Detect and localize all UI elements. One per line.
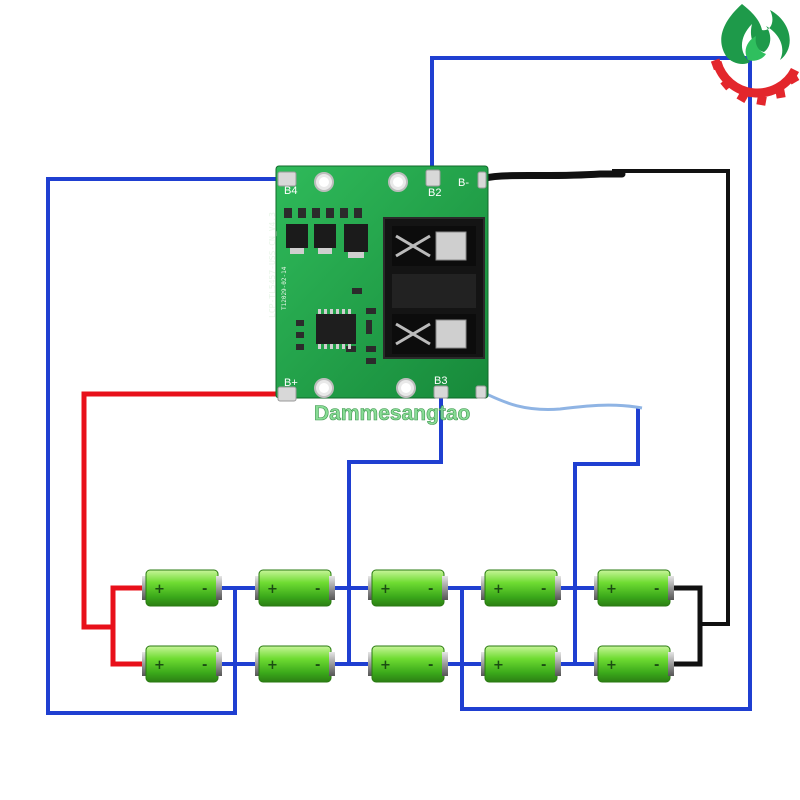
wire-b4 (46, 177, 285, 715)
wire-bus-45 (573, 408, 640, 588)
bms-board: B4 B2 B- B+ B3 (268, 165, 489, 402)
wire-b2 (430, 56, 752, 711)
watermark-text: Dammesangtao (314, 402, 470, 425)
pad-label-b3: B3 (434, 375, 447, 387)
cell-positive-sign: + (380, 582, 391, 597)
cell-negative-sign: - (428, 658, 433, 673)
battery-cell: +- (481, 569, 561, 607)
connector-housing (383, 217, 485, 359)
battery-cell: +- (255, 645, 335, 683)
cell-negative-sign: - (654, 582, 659, 597)
cell-positive-sign: + (606, 658, 617, 673)
cell-negative-sign: - (541, 582, 546, 597)
battery-cell: +- (255, 569, 335, 607)
battery-cell: +- (142, 645, 222, 683)
cell-negative-sign: - (315, 658, 320, 673)
battery-cell: +- (368, 645, 448, 683)
cell-positive-sign: + (493, 582, 504, 597)
cell-negative-sign: - (541, 658, 546, 673)
cell-positive-sign: + (267, 658, 278, 673)
cell-positive-sign: + (154, 582, 165, 597)
pad-label-b-minus: B- (458, 177, 469, 189)
cell-positive-sign: + (606, 582, 617, 597)
cell-negative-sign: - (202, 582, 207, 597)
cell-negative-sign: - (654, 658, 659, 673)
battery-cell: +- (481, 645, 561, 683)
bus-black-group5 (670, 585, 703, 667)
series-links (218, 586, 597, 666)
cell-positive-sign: + (380, 658, 391, 673)
pad-label-b-plus: B+ (284, 377, 298, 389)
cell-positive-sign: + (493, 658, 504, 673)
pad-label-b4: B4 (284, 185, 297, 197)
cell-negative-sign: - (428, 582, 433, 597)
wire-light-blue (481, 390, 643, 411)
wire-black-main (474, 170, 626, 184)
battery-cell: +- (594, 569, 674, 607)
flame-logo-icon (721, 4, 790, 64)
wire-black-down (612, 169, 730, 626)
cell-positive-sign: + (154, 658, 165, 673)
silkscreen-model: LCP-TL5457-USS-CN_V4.3 (268, 212, 277, 318)
brand-logo (710, 4, 800, 106)
gear-ring-icon (710, 58, 800, 106)
bus-red-group1 (110, 585, 146, 667)
pad-label-b2: B2 (428, 187, 441, 199)
mounting-holes (314, 172, 416, 398)
cell-positive-sign: + (267, 582, 278, 597)
wire-red (81, 391, 285, 630)
cell-negative-sign: - (202, 658, 207, 673)
mosfets (286, 224, 368, 258)
bms-ic (316, 309, 356, 349)
wire-b3 (347, 388, 443, 588)
battery-cell: +- (594, 645, 674, 683)
battery-pack: +-+-+-+-+-+-+-+-+-+- (142, 569, 674, 683)
cell-negative-sign: - (315, 582, 320, 597)
solder-pads (277, 169, 487, 402)
silkscreen-date: T12029-02-14 (281, 266, 288, 310)
battery-cell: +- (142, 569, 222, 607)
battery-cell: +- (368, 569, 448, 607)
